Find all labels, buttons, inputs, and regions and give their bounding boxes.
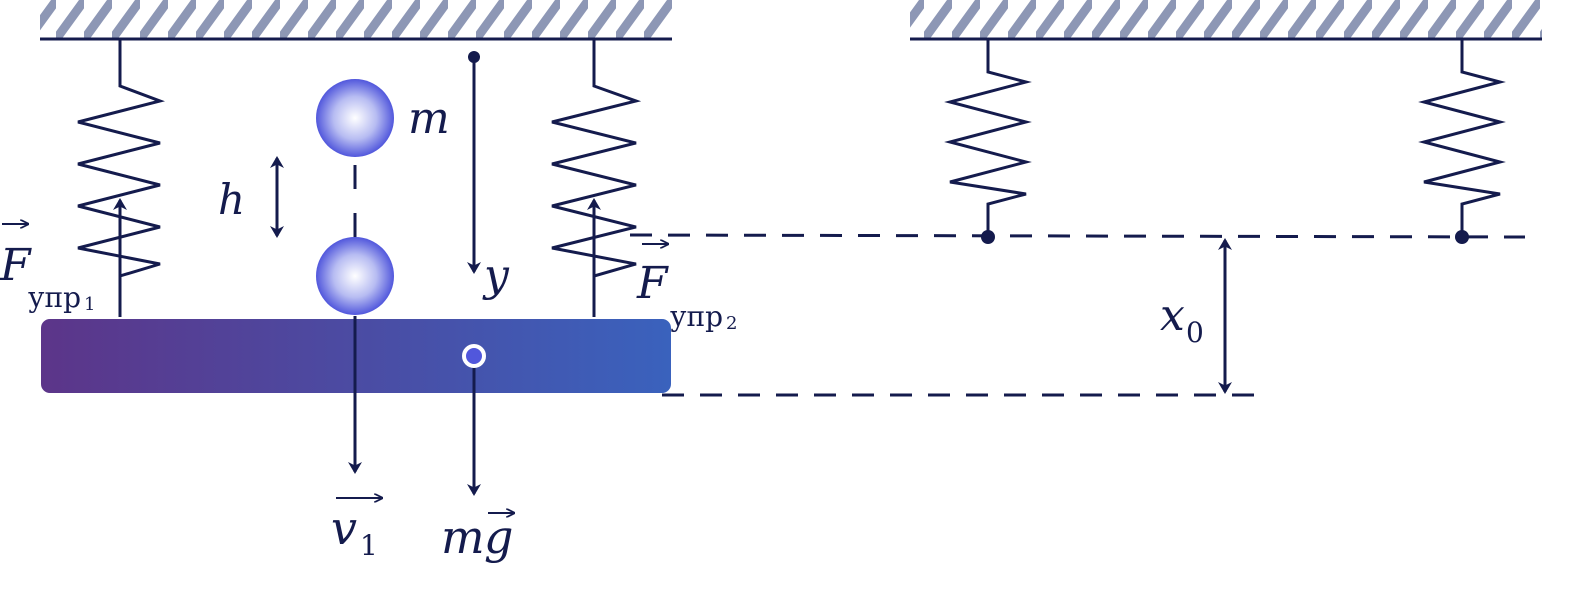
displacement-symbol: x bbox=[1160, 290, 1185, 341]
displacement-label: x 0 bbox=[1160, 290, 1204, 349]
spring-end-dot-2 bbox=[1455, 230, 1469, 244]
height-label: h bbox=[218, 175, 245, 224]
velocity-index: 1 bbox=[360, 529, 378, 562]
y-axis-label: y bbox=[482, 250, 510, 301]
spring-right-1 bbox=[944, 39, 1032, 237]
velocity-label: v 1 bbox=[331, 498, 382, 562]
center-of-mass-marker bbox=[462, 344, 486, 368]
ball-initial bbox=[316, 79, 394, 157]
spring-left-1 bbox=[77, 39, 165, 318]
force-symbol: F bbox=[0, 240, 32, 291]
force-subscript: упр bbox=[670, 300, 723, 333]
spring-left-2 bbox=[551, 39, 642, 318]
force-symbol: F bbox=[636, 258, 669, 309]
y-axis bbox=[467, 51, 481, 274]
weight-mass: m bbox=[441, 510, 485, 564]
force-subscript: упр bbox=[28, 281, 81, 314]
displacement-index: 0 bbox=[1186, 316, 1204, 349]
ceiling-right bbox=[910, 0, 1542, 41]
reference-line-top bbox=[629, 233, 1526, 239]
mass-label: m bbox=[408, 93, 450, 144]
force-index: 2 bbox=[726, 313, 737, 334]
force-index: 1 bbox=[84, 294, 95, 315]
force-label-2: F упр 2 bbox=[636, 244, 737, 334]
ceiling-left bbox=[40, 0, 672, 41]
force-label-1: F упр 1 bbox=[0, 224, 95, 315]
ball-impact bbox=[316, 237, 394, 315]
velocity-symbol: v bbox=[331, 501, 357, 555]
weight-g: g bbox=[484, 510, 513, 564]
weight-label: m g bbox=[441, 510, 514, 564]
spring-right-2 bbox=[1418, 39, 1506, 237]
